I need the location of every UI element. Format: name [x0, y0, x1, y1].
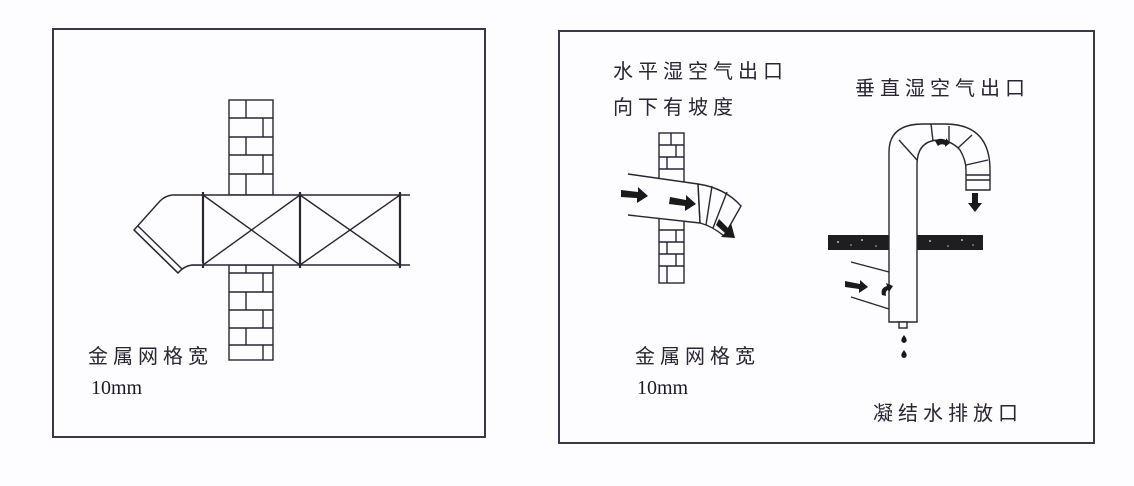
water-droplets: [901, 335, 907, 358]
gooseneck-duct: [850, 123, 991, 329]
gooseneck-flow-arrows: [845, 138, 982, 296]
left-brick-wall: [228, 99, 274, 361]
left-duct: [133, 192, 410, 275]
floor-slab: [828, 235, 983, 250]
drain-outlet-label: 凝结水排放口: [873, 401, 1023, 425]
right-sloped-duct: [627, 173, 742, 238]
right-mesh-label: 金属网格宽: [635, 344, 760, 368]
right-mesh-width: 10mm: [637, 377, 689, 399]
horizontal-outlet-label-line1: 水平湿空气出口: [613, 59, 788, 83]
right-flow-arrows-horizontal: [621, 187, 735, 238]
vertical-outlet-label: 垂直湿空气出口: [855, 76, 1030, 100]
right-diagram-panel: [558, 30, 1095, 444]
left-mesh-width: 10mm: [91, 377, 143, 399]
horizontal-outlet-label-line2: 向下有坡度: [613, 95, 738, 119]
left-mesh-label: 金属网格宽: [88, 344, 213, 368]
